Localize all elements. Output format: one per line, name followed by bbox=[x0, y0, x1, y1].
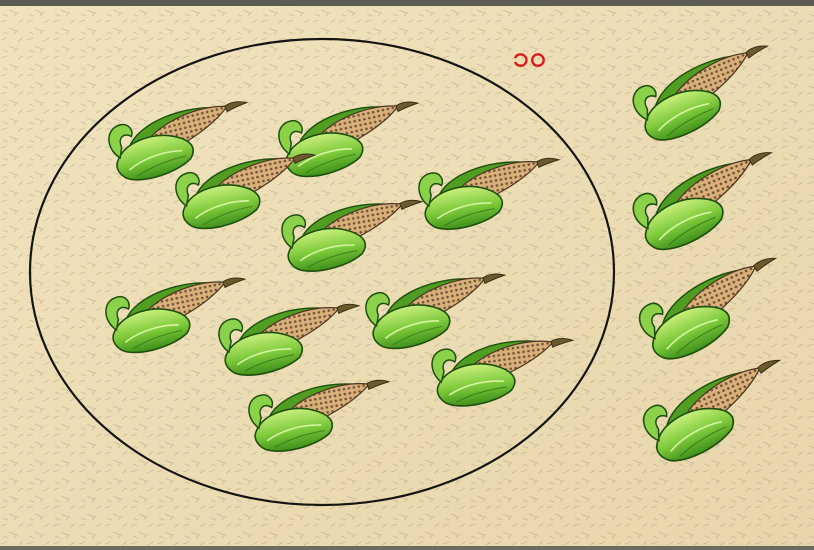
myanmar-numeral-label: ၁၀ bbox=[505, 40, 555, 74]
